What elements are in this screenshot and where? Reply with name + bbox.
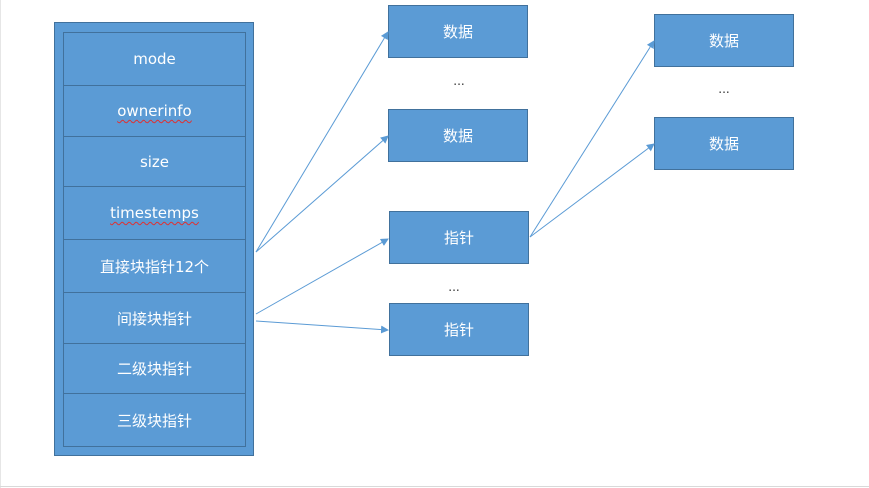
ellipsis-pointer-blocks: ... — [448, 280, 460, 294]
pointer-block-top-label: 指针 — [443, 229, 474, 247]
pointer-block-bottom: 指针 — [389, 303, 529, 356]
indirect-data-block-bottom-label: 数据 — [708, 135, 739, 153]
inode-field-double-indirect-pointer-label: 二级块指针 — [116, 360, 192, 378]
ellipsis-data-blocks: ... — [453, 74, 465, 88]
pointer-block-bottom-label: 指针 — [443, 321, 474, 339]
inode-field-timestemps: timestemps — [63, 186, 246, 240]
inode-field-direct-pointers: 直接块指针12个 — [63, 239, 246, 293]
arrow-pointer-to-data-bottom — [529, 143, 655, 238]
indirect-data-block-top: 数据 — [654, 14, 794, 67]
indirect-data-block-top-label: 数据 — [708, 32, 739, 50]
data-block-top-label: 数据 — [442, 23, 473, 41]
page-edge-bottom — [0, 486, 869, 487]
inode-field-timestemps-label: timestemps — [110, 204, 199, 222]
data-block-bottom-label: 数据 — [442, 127, 473, 145]
inode-field-size-label: size — [139, 152, 170, 171]
inode-field-mode-label: mode — [133, 50, 176, 68]
inode-field-ownerinfo-label: ownerinfo — [117, 102, 192, 120]
data-block-bottom: 数据 — [388, 109, 528, 162]
inode-field-direct-pointers-label: 直接块指针12个 — [99, 257, 210, 276]
arrow-direct-to-data-bottom — [255, 135, 389, 253]
inode-field-size: size — [63, 136, 246, 187]
inode-field-triple-indirect-pointer-label: 三级块指针 — [116, 411, 192, 430]
arrow-direct-to-data-top — [255, 31, 389, 253]
page-edge-left — [0, 0, 1, 488]
inode-field-triple-indirect-pointer: 三级块指针 — [63, 393, 246, 447]
ellipsis-indirect-data-blocks: ... — [718, 82, 730, 96]
pointer-block-top: 指针 — [389, 211, 529, 264]
arrow-pointer-to-data-top — [529, 40, 655, 238]
indirect-data-block-bottom: 数据 — [654, 117, 794, 170]
inode-field-ownerinfo: ownerinfo — [63, 85, 246, 137]
arrow-indirect-to-pointer-top — [255, 238, 389, 315]
arrow-indirect-to-pointer-bottom — [255, 320, 389, 334]
inode-field-mode: mode — [63, 32, 246, 86]
inode-field-indirect-pointer-label: 间接块指针 — [116, 309, 192, 328]
data-block-top: 数据 — [388, 5, 528, 58]
